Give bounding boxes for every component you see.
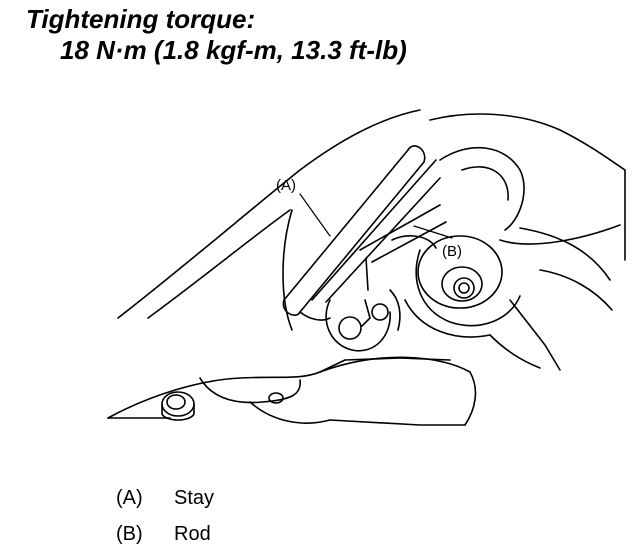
callout-a-label: (A) — [276, 177, 296, 194]
callout-b-leader — [413, 225, 453, 239]
stay-part — [282, 145, 441, 316]
parts-legend: (A) Stay (B) Rod — [116, 480, 214, 552]
legend-key-a: (A) — [116, 487, 143, 509]
lower-frame — [107, 356, 477, 426]
legend-key-b: (B) — [116, 523, 143, 545]
right-arm — [489, 227, 613, 371]
housing-upper — [429, 113, 626, 261]
legend-row-b: (B) Rod — [116, 516, 214, 552]
lower-left-bolt — [161, 391, 195, 421]
tightening-torque-heading: Tightening torque: 18 N·m (1.8 kgf-m, 13… — [26, 4, 407, 66]
legend-label-b: Rod — [174, 523, 211, 545]
legend-row-a: (A) Stay — [116, 480, 214, 516]
rod-part — [359, 204, 447, 291]
heading-line-1: Tightening torque: — [26, 4, 256, 34]
legend-label-a: Stay — [174, 487, 215, 509]
upper-body-outline — [117, 109, 421, 319]
left-panel-edge — [282, 209, 293, 331]
callout-b-label: (B) — [442, 243, 462, 260]
rod-joint — [404, 235, 521, 338]
lower-linkage — [299, 289, 401, 352]
upper-body-inner-edge — [147, 209, 291, 319]
callout-a-leader — [299, 193, 331, 237]
heading-line-2: 18 N·m (1.8 kgf-m, 13.3 ft-lb) — [60, 35, 407, 65]
